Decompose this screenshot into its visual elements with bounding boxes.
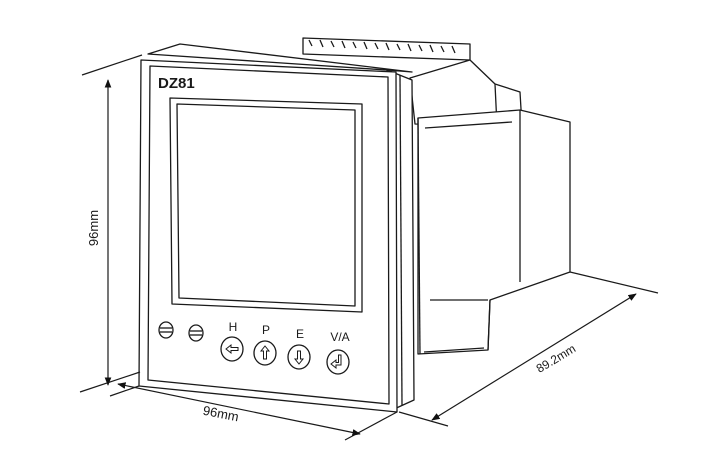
enter-arrow-icon <box>330 354 342 370</box>
left-arrow-icon <box>225 343 239 355</box>
button-e[interactable]: E <box>287 327 311 370</box>
button-label-va: V/A <box>330 330 349 344</box>
down-arrow-icon <box>293 350 305 365</box>
front-buttons: H P E V/A <box>220 320 350 375</box>
button-va[interactable]: V/A <box>326 330 350 375</box>
display-screen <box>169 97 363 313</box>
width-label: 96mm <box>202 403 240 425</box>
terminal-strip <box>302 37 471 61</box>
indicator-knob-1 <box>158 321 174 339</box>
height-label: 96mm <box>86 210 101 246</box>
width-dimension <box>109 382 398 441</box>
button-label-h: H <box>229 320 238 334</box>
depth-label: 89.2mm <box>534 341 578 375</box>
indicator-knob-2 <box>188 324 204 342</box>
rear-housing <box>409 59 571 355</box>
button-p[interactable]: P <box>253 323 277 366</box>
button-h[interactable]: H <box>220 320 244 362</box>
depth-dimension <box>398 271 659 427</box>
button-label-e: E <box>296 327 304 341</box>
height-dimension <box>79 54 143 393</box>
button-label-p: P <box>262 323 270 337</box>
up-arrow-icon <box>259 345 271 360</box>
model-label: DZ81 <box>158 75 195 92</box>
